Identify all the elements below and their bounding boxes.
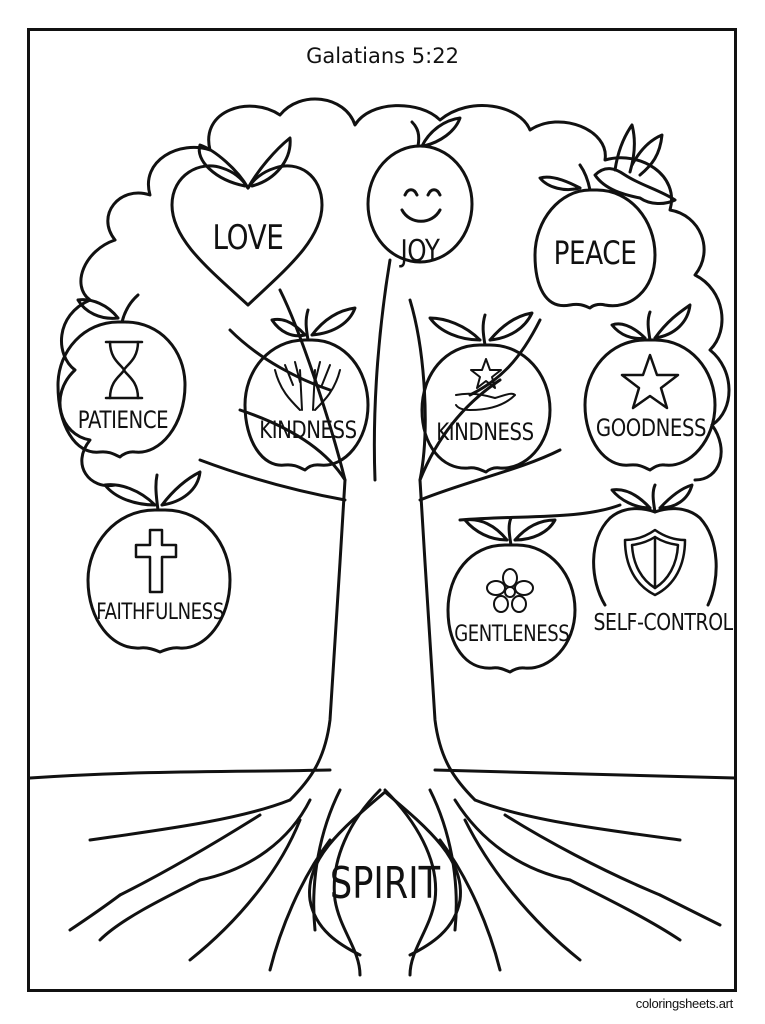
page-border [27,28,737,992]
fruit-label-kindness-2: KINDNESS [436,418,534,446]
fruit-goodness [583,303,717,472]
open-hands-icon [274,361,341,411]
star-icon [620,353,680,410]
flower-icon [486,568,534,613]
site-credit: coloringsheets.art [635,996,734,1011]
tree-roots [68,788,722,977]
star-in-hand-icon [455,358,516,411]
fruit-love [170,136,324,307]
fruit-peace [533,123,677,310]
fruit-label-kindness-1: KINDNESS [259,416,357,444]
ground-line [28,768,737,780]
fruit-label-love: LOVE [212,218,284,258]
fruit-patience [56,293,187,459]
fruit-label-gentleness: GENTLENESS [454,622,570,647]
dove-icon [593,123,677,205]
shield-icon [623,528,687,597]
fruit-gentleness [446,516,577,674]
tree-trunk [198,258,622,802]
fruit-faithfulness [86,470,232,654]
fruit-label-goodness: GOODNESS [595,414,707,442]
fruit-label-peace: PEACE [553,234,637,272]
page-title: Galatians 5:22 [306,44,459,68]
roots-label-spirit: SPIRIT [329,858,441,909]
fruit-joy [366,116,474,264]
fruit-label-faithfulness: FAITHFULNESS [96,600,224,625]
smiley-face-icon [400,188,442,223]
fruit-kindness-star-hand [420,311,552,474]
fruit-label-self-control: SELF-CONTROL [593,610,734,636]
fruit-self-control [592,483,718,607]
fruit-kindness-hands [243,306,370,472]
cross-icon [134,528,178,594]
fruit-label-joy: JOY [400,234,440,269]
root-heart-outline [308,790,462,957]
fruit-label-patience: PATIENCE [77,406,169,434]
hourglass-icon [104,340,144,400]
